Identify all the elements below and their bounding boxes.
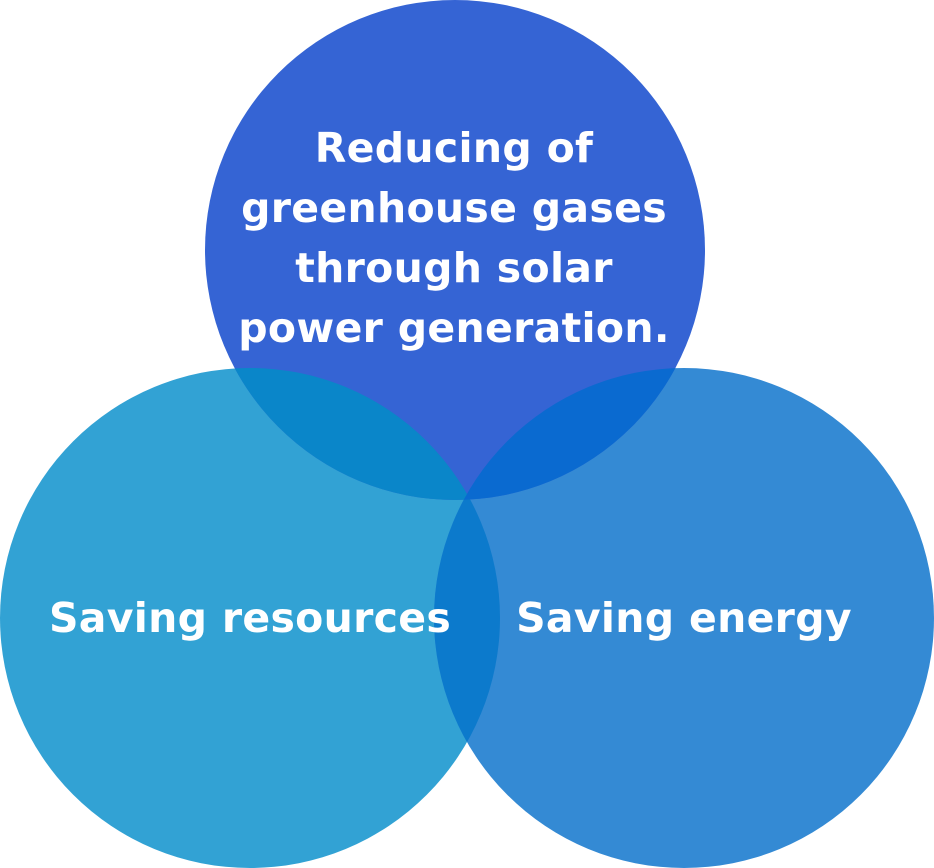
label-saving-resources: Saving resources — [48, 594, 452, 642]
label-top-line-1: Reducing of — [314, 124, 594, 172]
label-top-circle: Reducing of greenhouse gases through sol… — [214, 118, 694, 358]
circle-saving-energy — [434, 368, 934, 868]
circle-reducing-greenhouse-gases — [205, 0, 705, 500]
label-saving-energy: Saving energy — [516, 594, 852, 642]
label-top-line-4: power generation. — [238, 304, 670, 352]
label-top-line-3: through solar — [295, 244, 613, 292]
circle-saving-resources — [0, 368, 500, 868]
label-top-line-2: greenhouse gases — [241, 184, 667, 232]
